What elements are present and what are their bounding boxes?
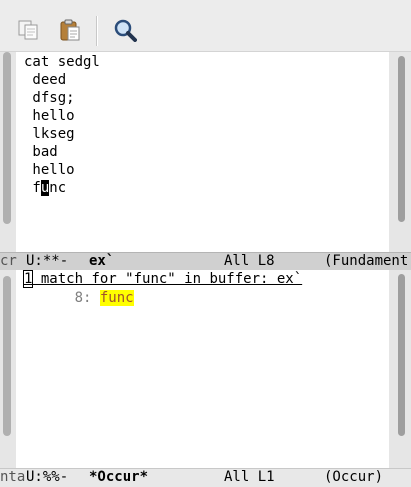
editor-line: dfsg; [24,90,75,106]
modeline-position: All L8 [224,253,275,269]
scrollbar-thumb[interactable] [398,56,405,222]
search-button[interactable] [113,18,137,42]
modeline-position: All L1 [224,469,275,485]
modeline-major-mode[interactable]: (Occur) [324,469,384,485]
modeline-editor[interactable]: cr U:**- ex` All L8 (Fundament [0,252,411,271]
search-icon [114,19,137,42]
editor-line: lkseg [24,126,75,142]
editor-line: hello [24,162,75,178]
occur-match-text[interactable]: func [99,290,134,306]
editor-line-current: func [24,179,66,197]
copy-button[interactable] [16,18,40,42]
toolbar-separator [96,16,98,46]
modeline-buffer-name[interactable]: *Occur* [89,469,149,485]
occur-scrollbar[interactable] [389,270,411,468]
occur-header-text: match for "func" in buffer: ex` [32,271,303,287]
text-cursor: u [40,180,50,196]
editor-line: hello [24,108,75,124]
text-after-cursor: nc [49,180,67,196]
editor-line: deed [24,72,67,88]
editor-line: cat sedgl [24,54,100,70]
occur-result-line[interactable]: 8: func [24,289,134,308]
left-fringe [0,270,16,468]
paste-icon [60,19,80,41]
left-fringe [0,52,16,252]
toolbar [0,0,411,52]
modeline-buffer-name[interactable]: ex` [89,253,115,269]
modeline-occur[interactable]: nta U:%%- *Occur* All L1 (Occur) [0,468,411,487]
occur-window: 1 match for "func" in buffer: ex` 8: fun… [0,270,411,468]
text-before-cursor: f [24,180,41,196]
paste-button[interactable] [58,18,82,42]
scrollbar-thumb[interactable] [398,274,405,436]
occur-text-area[interactable]: 1 match for "func" in buffer: ex` 8: fun… [16,270,389,468]
modeline-major-mode[interactable]: (Fundament [324,253,409,269]
editor-window: cat sedgl deed dfsg; hello lkseg bad hel… [0,52,411,252]
editor-scrollbar[interactable] [389,52,411,252]
modeline-left-clip: cr [0,253,17,269]
copy-icon [18,20,38,40]
occur-match-count: 1 [22,270,34,288]
editor-text-area[interactable]: cat sedgl deed dfsg; hello lkseg bad hel… [16,52,389,252]
editor-line: bad [24,144,58,160]
occur-header: 1 match for "func" in buffer: ex` [22,270,303,289]
occur-line-number: 8: [24,290,92,306]
modeline-status: U:**- [26,253,69,269]
modeline-status: U:%%- [26,469,69,485]
modeline-left-clip: nta [0,469,26,485]
